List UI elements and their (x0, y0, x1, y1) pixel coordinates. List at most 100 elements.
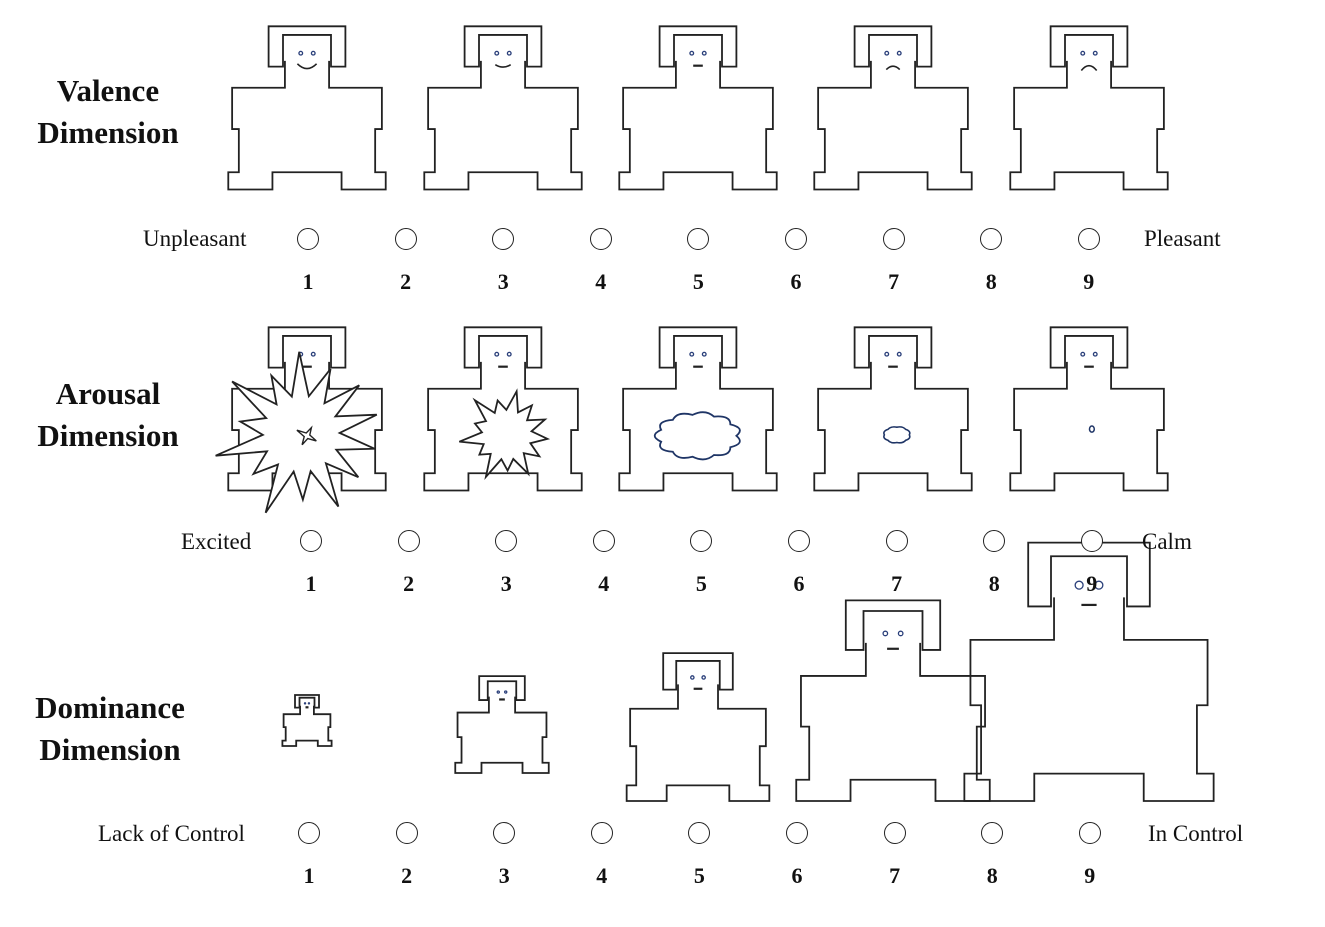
dominance-radio-9[interactable] (1078, 822, 1101, 844)
arousal-figure (1009, 326, 1169, 492)
valence-radio-9[interactable] (1077, 228, 1100, 250)
dominance-radio-6[interactable] (786, 822, 808, 844)
left-eye-icon (494, 50, 500, 56)
left-eye-icon (1080, 50, 1086, 56)
body-outline (963, 597, 1215, 802)
arousal-title-line2: Dimension (37, 418, 179, 453)
arousal-scale-number: 9 (1086, 571, 1098, 596)
right-eye-icon (1094, 580, 1104, 590)
arousal-right-anchor: Calm (1142, 529, 1192, 554)
left-eye-icon (496, 690, 501, 694)
dot-icon (1088, 425, 1096, 433)
valence-radio-5[interactable] (687, 228, 710, 250)
dominance-scale-number: 1 (303, 863, 315, 888)
left-eye-icon (303, 702, 307, 705)
valence-radio-4[interactable] (589, 228, 612, 250)
dominance-radio-8[interactable] (981, 822, 1004, 844)
body-outline (813, 361, 973, 492)
mouth-icon (885, 65, 901, 71)
dominance-scale-number: 2 (401, 863, 413, 888)
dominance-title: Dominance Dimension (0, 687, 220, 771)
dominance-radio-4[interactable] (590, 822, 613, 844)
arousal-radio-2[interactable] (397, 530, 420, 552)
arousal-title: Arousal Dimension (0, 373, 218, 457)
body-outline (423, 361, 583, 492)
valence-scale-number: 8 (985, 269, 997, 294)
left-eye-icon (690, 675, 695, 680)
arousal-figure (618, 326, 778, 492)
valence-radio-2[interactable] (394, 228, 417, 250)
arousal-radio-8[interactable] (983, 530, 1006, 552)
arousal-radio-3[interactable] (495, 530, 518, 552)
dominance-radio-7[interactable] (883, 822, 906, 844)
explosion-large-icon (215, 351, 378, 514)
right-eye-icon (307, 702, 311, 705)
valence-radio-7[interactable] (882, 228, 905, 250)
valence-radio-3[interactable] (492, 228, 515, 250)
left-eye-icon (1074, 580, 1084, 590)
valence-scale-number: 9 (1083, 269, 1095, 294)
valence-title: Valence Dimension (0, 70, 218, 154)
dominance-radio-2[interactable] (395, 822, 418, 844)
arousal-radio-5[interactable] (690, 530, 713, 552)
left-eye-icon (689, 351, 695, 357)
arousal-radio-1[interactable] (300, 530, 322, 552)
arousal-scale-number: 5 (695, 571, 707, 596)
left-eye-icon (884, 50, 890, 56)
valence-scale-number: 4 (595, 269, 607, 294)
right-eye-icon (1092, 351, 1098, 357)
head-bracket (463, 25, 543, 68)
body-outline (1009, 361, 1169, 492)
mouth-icon (1080, 64, 1098, 72)
dominance-scale-number: 4 (596, 863, 608, 888)
left-eye-icon (1080, 351, 1086, 357)
arousal-radio-6[interactable] (788, 530, 810, 552)
dominance-radio-3[interactable] (493, 822, 516, 844)
right-eye-icon (897, 630, 904, 637)
dominance-radio-1[interactable] (298, 822, 320, 844)
valence-title-line1: Valence (56, 73, 160, 108)
head-bracket (658, 326, 738, 369)
left-eye-icon (298, 50, 304, 56)
valence-title-line2: Dimension (37, 115, 179, 150)
arousal-radio-7[interactable] (885, 530, 908, 552)
body-outline (813, 60, 973, 191)
valence-radio-8[interactable] (980, 228, 1003, 250)
head-bracket (658, 25, 738, 68)
right-eye-icon (506, 50, 512, 56)
valence-radio-6[interactable] (785, 228, 807, 250)
arousal-title-line1: Arousal (55, 376, 161, 411)
arousal-scale-number: 8 (988, 571, 1000, 596)
body-outline (454, 696, 550, 774)
dominance-scale-number: 5 (693, 863, 705, 888)
dominance-scale-number: 3 (498, 863, 510, 888)
dominance-scale-number: 6 (791, 863, 803, 888)
valence-scale-number: 3 (497, 269, 509, 294)
valence-scale-number: 6 (790, 269, 802, 294)
arousal-scale-number: 6 (793, 571, 805, 596)
body-outline (625, 684, 771, 802)
head-bracket (1049, 25, 1129, 68)
arousal-scale-number: 3 (500, 571, 512, 596)
cloud-large-icon (653, 411, 741, 461)
head-bracket (478, 675, 526, 701)
body-outline (281, 705, 333, 747)
right-eye-icon (310, 351, 316, 357)
body-outline (618, 361, 778, 492)
valence-figure (618, 25, 778, 191)
explosion-medium-icon (458, 388, 551, 481)
right-eye-icon (896, 50, 902, 56)
body-outline (227, 60, 387, 191)
right-eye-icon (310, 50, 316, 56)
head-bracket (844, 599, 942, 651)
valence-right-anchor: Pleasant (1144, 226, 1221, 251)
valence-figure (227, 25, 387, 191)
valence-radio-1[interactable] (297, 228, 319, 250)
arousal-radio-9[interactable] (1080, 530, 1103, 552)
dominance-radio-5[interactable] (688, 822, 711, 844)
valence-figure (813, 25, 973, 191)
arousal-radio-4[interactable] (592, 530, 615, 552)
dominance-title-line1: Dominance (35, 690, 185, 725)
head-bracket (1027, 541, 1151, 608)
